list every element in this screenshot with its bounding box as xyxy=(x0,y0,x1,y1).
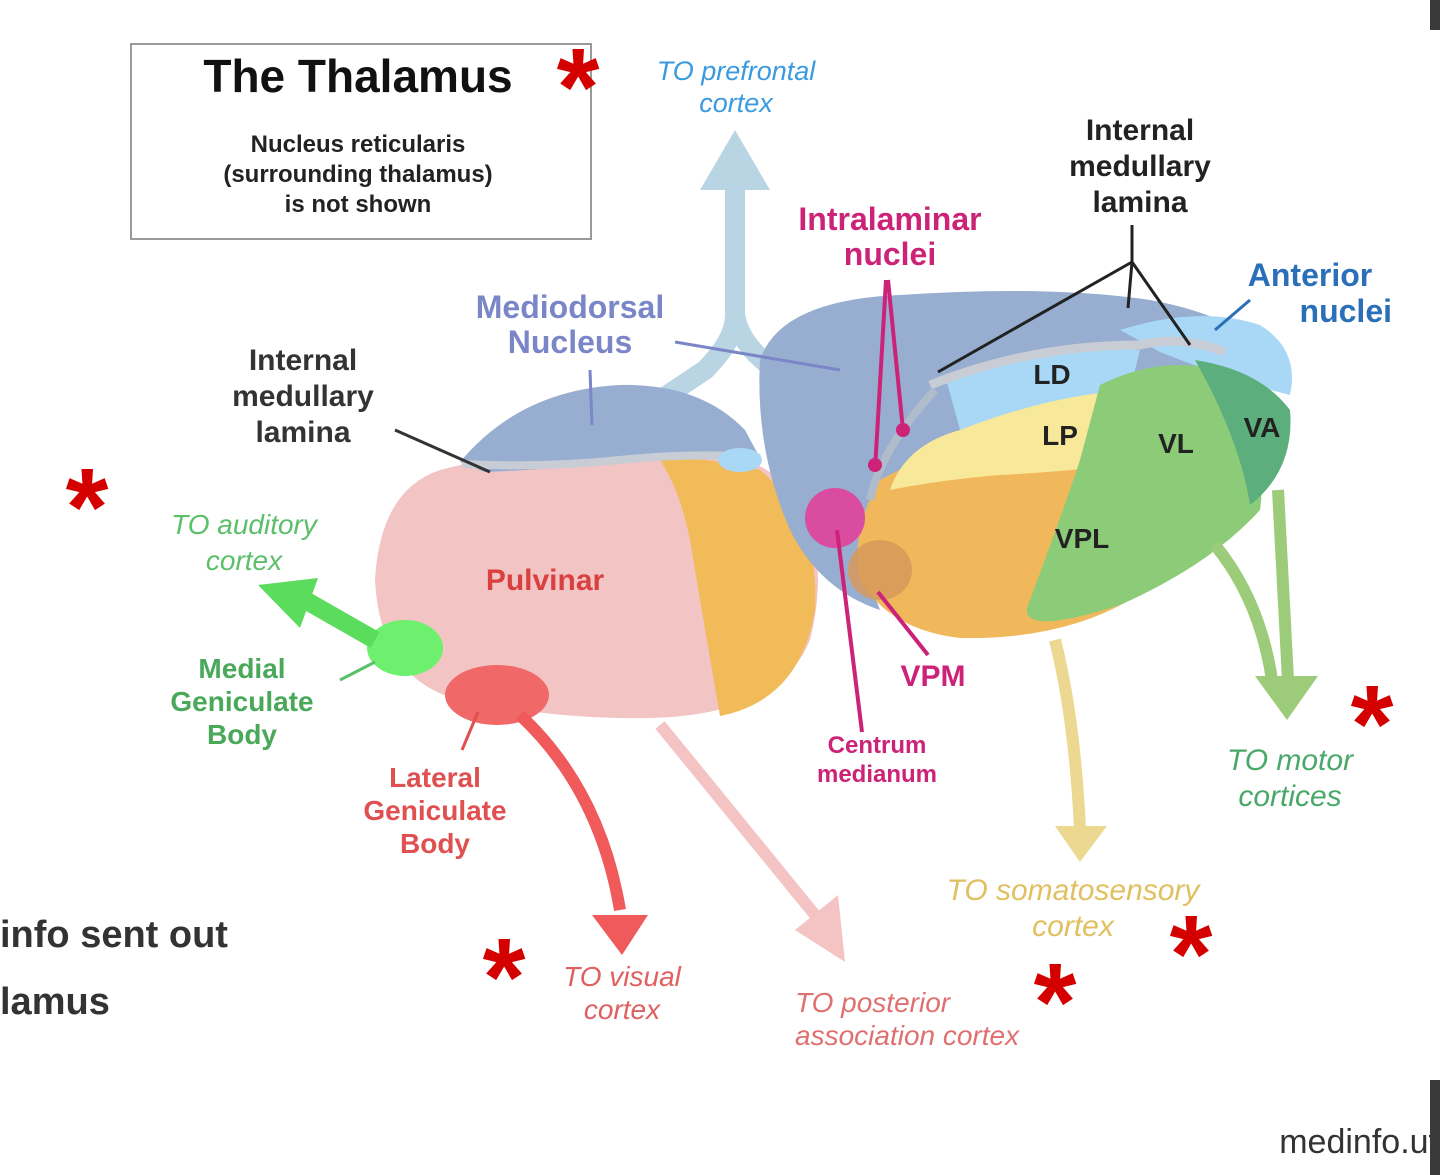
visual-target: TO visual cortex xyxy=(563,961,682,1025)
centrum-label: Centrum medianum xyxy=(817,732,937,788)
anterior-line-2: nuclei xyxy=(1300,293,1392,329)
auditory-line-2: cortex xyxy=(206,545,283,576)
note-line-3: is not shown xyxy=(285,191,432,218)
somatosensory-line-1: TO somatosensory xyxy=(947,874,1202,907)
medial-geniculate-body xyxy=(367,620,443,676)
lgb-line-3: Body xyxy=(400,828,470,859)
centrum-body xyxy=(848,540,912,600)
leader-lines xyxy=(339,225,1251,751)
orange-posterior-region xyxy=(660,458,816,716)
auditory-line-1: TO auditory xyxy=(171,509,319,540)
somatosensory-target: TO somatosensory cortex xyxy=(947,874,1202,943)
prefrontal-line-1: TO prefrontal xyxy=(657,56,817,86)
posterior-line-2: association cortex xyxy=(795,1020,1020,1051)
prefrontal-target: TO prefrontal cortex xyxy=(657,56,817,118)
mgb-line-1: Medial xyxy=(198,653,285,684)
somatosensory-line-2: cortex xyxy=(1032,910,1115,943)
lgb-label: Lateral Geniculate Body xyxy=(363,762,506,859)
intralaminar-label: Intralaminar nuclei xyxy=(798,201,981,272)
motor-arrow xyxy=(1210,489,1318,720)
posterior-line-1: TO posterior xyxy=(795,987,952,1018)
anterior-line-1: Anterior xyxy=(1248,257,1372,293)
lgb-line-1: Lateral xyxy=(389,762,481,793)
ill-line-2: medullary xyxy=(232,380,374,413)
auditory-arrow xyxy=(258,578,380,648)
anterior-nuclei-region xyxy=(1120,316,1292,395)
centrum-line-2: medianum xyxy=(817,761,937,788)
intralaminar-line-1: Intralaminar xyxy=(798,201,981,237)
va-label: VA xyxy=(1244,412,1281,443)
pulvinar-label: Pulvinar xyxy=(486,564,605,597)
asterisks: * * * * * * xyxy=(66,26,1394,1064)
note-line-1: Nucleus reticularis xyxy=(251,131,466,158)
note-line-2: (surrounding thalamus) xyxy=(223,161,492,188)
mediodorsal-line-1: Mediodorsal xyxy=(476,289,664,325)
motor-line-2: cortices xyxy=(1238,780,1341,813)
ilr-line-1: Internal xyxy=(1086,114,1194,147)
lp-region xyxy=(890,390,1130,490)
asterisk-visual: * xyxy=(483,916,526,1039)
diagram-title: The Thalamus xyxy=(203,50,512,102)
mgb-label: Medial Geniculate Body xyxy=(170,653,313,750)
visual-line-1: TO visual xyxy=(563,961,682,992)
ilr-line-2: medullary xyxy=(1069,150,1211,183)
internal-lamina-right-label: Internal medullary lamina xyxy=(1069,114,1211,219)
lateral-geniculate-body xyxy=(445,665,549,725)
vl-label: VL xyxy=(1158,428,1194,459)
footer-source: medinfo.uf xyxy=(1279,1123,1438,1161)
right-edge-strip-top xyxy=(1430,0,1440,30)
ill-line-1: Internal xyxy=(249,344,357,377)
asterisk-posterior: * xyxy=(1034,941,1077,1064)
mgb-line-2: Geniculate xyxy=(170,686,313,717)
lp-label: LP xyxy=(1042,420,1078,451)
slide-text-line-2: lamus xyxy=(0,981,110,1023)
va-region xyxy=(1195,360,1291,505)
slide-text-line-1: info sent out xyxy=(0,914,228,956)
mediodorsal-left-cap xyxy=(460,384,760,472)
posterior-arrow xyxy=(655,721,845,962)
auditory-target: TO auditory cortex xyxy=(171,509,319,576)
vpm-label: VPM xyxy=(900,660,965,693)
asterisk-somatosensory: * xyxy=(1170,893,1213,1016)
ld-label: LD xyxy=(1033,359,1070,390)
lamina-right-inner xyxy=(866,387,938,501)
prefrontal-line-2: cortex xyxy=(699,88,774,118)
mediodorsal-label: Mediodorsal Nucleus xyxy=(476,289,664,360)
posterior-target: TO posterior association cortex xyxy=(795,987,1020,1051)
mediodorsal-line-2: Nucleus xyxy=(508,324,632,360)
motor-line-1: TO motor xyxy=(1227,744,1354,777)
centrum-line-1: Centrum xyxy=(828,732,927,759)
right-lobe xyxy=(759,291,1292,639)
anterior-label: Anterior nuclei xyxy=(1248,257,1392,329)
internal-lamina-left-label: Internal medullary lamina xyxy=(232,344,374,449)
mgb-line-3: Body xyxy=(207,719,277,750)
asterisk-auditory: * xyxy=(66,446,109,569)
right-edge-strip-bottom xyxy=(1430,1080,1440,1175)
visual-arrow xyxy=(515,710,648,955)
ilr-line-3: lamina xyxy=(1092,186,1187,219)
asterisk-prefrontal: * xyxy=(557,26,600,149)
vpl-label: VPL xyxy=(1055,523,1109,554)
somatosensory-arrow xyxy=(1049,638,1107,862)
visual-line-2: cortex xyxy=(584,994,661,1025)
centrum-medianum-dot xyxy=(805,488,865,548)
intralaminar-line-2: nuclei xyxy=(844,236,936,272)
lgb-line-2: Geniculate xyxy=(363,795,506,826)
title-box: The Thalamus Nucleus reticularis (surrou… xyxy=(130,43,592,240)
asterisk-motor: * xyxy=(1351,663,1394,786)
motor-target: TO motor cortices xyxy=(1227,744,1354,813)
ill-line-3: lamina xyxy=(255,416,350,449)
ld-region xyxy=(945,349,1140,430)
small-blue-patch xyxy=(718,448,762,472)
lamina-right-band xyxy=(928,336,1227,390)
vl-region xyxy=(1026,365,1262,622)
left-lobe xyxy=(375,384,818,719)
